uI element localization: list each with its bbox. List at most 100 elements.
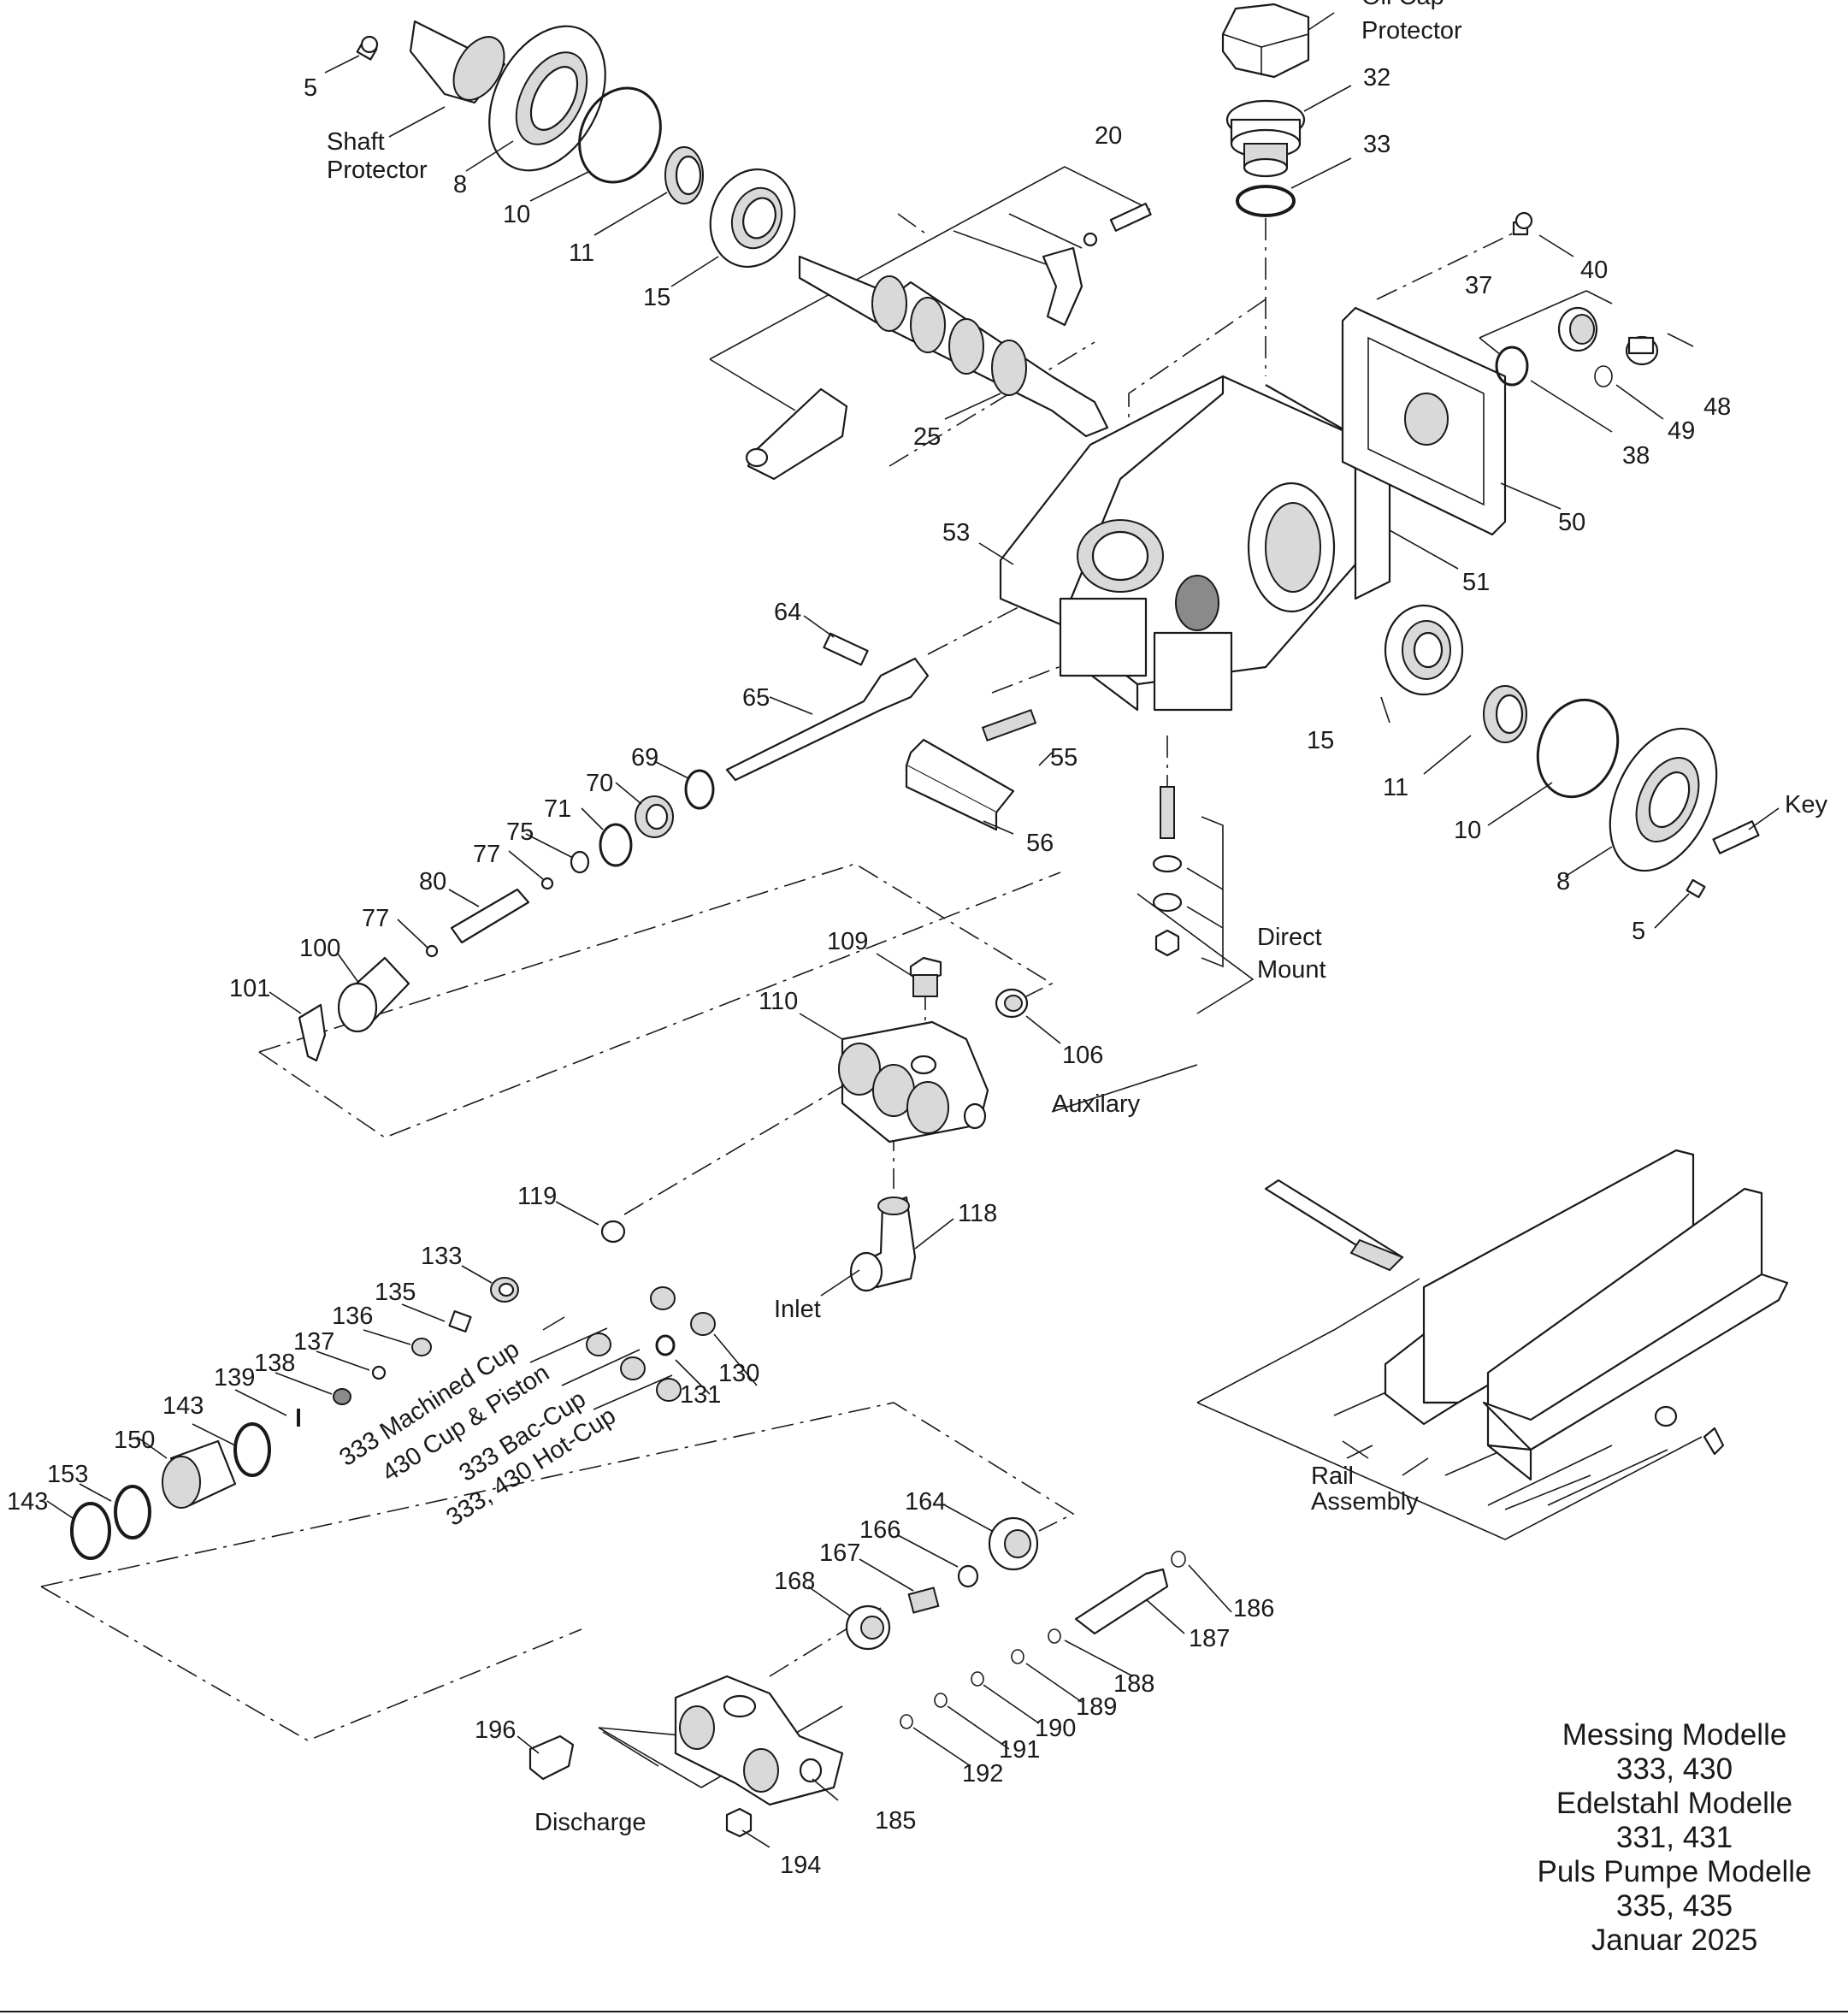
part-75-washer xyxy=(570,850,590,874)
label-shaft-protector-2: Protector xyxy=(327,157,428,184)
label-189: 189 xyxy=(1076,1693,1117,1721)
part-137-washer xyxy=(371,1365,387,1380)
label-135: 135 xyxy=(375,1279,416,1306)
part-133-cup xyxy=(490,1277,519,1303)
label-11: 11 xyxy=(569,239,594,267)
label-33: 33 xyxy=(1363,131,1390,158)
label-65: 65 xyxy=(742,684,770,712)
part-5-screw-top xyxy=(356,35,379,61)
label-55: 55 xyxy=(1050,744,1078,771)
label-51: 51 xyxy=(1462,569,1490,596)
part-8-bearing-cover-right xyxy=(1609,727,1718,872)
label-192: 192 xyxy=(962,1760,1003,1788)
part-77-washer-a xyxy=(540,877,554,890)
label-130: 130 xyxy=(718,1360,759,1387)
label-191: 191 xyxy=(999,1736,1040,1764)
assembly-lines xyxy=(40,72,1519,1741)
label-77-a: 77 xyxy=(473,841,500,868)
part-135-retainer xyxy=(448,1310,472,1332)
label-rail-1: Rail xyxy=(1311,1462,1354,1490)
label-5: 5 xyxy=(304,74,317,102)
label-32: 32 xyxy=(1363,64,1390,92)
part-153-oring xyxy=(114,1485,151,1539)
shaft-protector xyxy=(409,20,506,104)
label-direct-mount-1: Direct xyxy=(1257,924,1322,951)
label-101: 101 xyxy=(229,975,270,1002)
part-106-plug xyxy=(995,988,1029,1019)
part-8-bearing-cover xyxy=(488,25,606,172)
label-136: 136 xyxy=(332,1303,373,1330)
label-143-b: 143 xyxy=(7,1488,48,1516)
label-50: 50 xyxy=(1558,509,1585,536)
label-key: Key xyxy=(1785,791,1827,818)
part-100-barrel xyxy=(337,956,410,1033)
label-oil-cap-1: Oil Cap xyxy=(1361,0,1444,10)
part-11-seal xyxy=(664,146,704,204)
model-line-7: Januar 2025 xyxy=(1591,1923,1758,1957)
label-38: 38 xyxy=(1622,442,1650,470)
label-168: 168 xyxy=(774,1568,815,1595)
label-direct-mount-2: Mount xyxy=(1257,956,1326,984)
direct-mount-hardware xyxy=(1152,786,1183,957)
model-line-5: Puls Pumpe Modelle xyxy=(1538,1855,1812,1888)
label-100: 100 xyxy=(299,935,340,962)
part-48-plug xyxy=(1625,335,1659,366)
part-196-plug xyxy=(528,1734,575,1781)
label-5-right: 5 xyxy=(1632,918,1645,945)
label-153: 153 xyxy=(47,1461,88,1488)
part-38-oring xyxy=(1495,346,1529,387)
part-109-plug xyxy=(909,956,942,997)
part-11-seal-right xyxy=(1483,685,1527,743)
part-110-inlet-manifold xyxy=(838,1020,989,1143)
label-10: 10 xyxy=(503,201,530,228)
part-185-discharge-manifold xyxy=(674,1675,844,1806)
label-37: 37 xyxy=(1465,272,1492,299)
part-166-ring xyxy=(957,1564,979,1588)
label-138: 138 xyxy=(254,1350,295,1377)
label-oil-cap-2: Protector xyxy=(1361,17,1462,44)
label-109: 109 xyxy=(827,928,868,955)
part-37-plug xyxy=(1557,306,1598,352)
part-118-inlet-elbow xyxy=(849,1196,917,1292)
part-119-washer xyxy=(600,1220,626,1244)
label-56: 56 xyxy=(1026,830,1054,857)
part-labels: 5 Shaft Protector 8 10 11 15 20 25 Oil C… xyxy=(7,0,1827,1879)
part-71-ring xyxy=(599,823,633,867)
label-167: 167 xyxy=(819,1539,860,1567)
label-auxilary: Auxilary xyxy=(1052,1090,1141,1118)
label-186: 186 xyxy=(1233,1595,1274,1622)
label-190: 190 xyxy=(1035,1715,1076,1742)
label-rail-2: Assembly xyxy=(1311,1488,1419,1516)
rail-assembly xyxy=(1264,1149,1789,1481)
label-8: 8 xyxy=(453,171,467,198)
oil-cap-protector xyxy=(1221,3,1310,79)
label-143-a: 143 xyxy=(162,1392,204,1420)
part-15-bearing xyxy=(709,168,796,269)
label-77-b: 77 xyxy=(362,905,389,932)
model-line-6: 335, 435 xyxy=(1616,1889,1733,1923)
part-33-oring xyxy=(1236,185,1296,217)
label-133: 133 xyxy=(421,1243,462,1270)
model-info: Messing Modelle 333, 430 Edelstahl Model… xyxy=(1538,1718,1812,1957)
label-119: 119 xyxy=(517,1183,557,1210)
label-194: 194 xyxy=(780,1852,821,1879)
part-143-oring-b xyxy=(70,1502,111,1560)
label-48: 48 xyxy=(1703,393,1731,421)
part-49-oring xyxy=(1594,365,1613,387)
part-20-connecting-rod xyxy=(745,202,1152,481)
part-77-washer-b xyxy=(425,944,439,958)
label-150: 150 xyxy=(114,1427,155,1454)
label-15: 15 xyxy=(643,284,670,311)
part-70-seal xyxy=(635,795,674,838)
part-50-rear-cover xyxy=(1341,306,1507,536)
label-137: 137 xyxy=(293,1328,334,1356)
part-55-stud xyxy=(981,708,1037,742)
label-131: 131 xyxy=(680,1381,721,1409)
label-75: 75 xyxy=(506,818,534,846)
label-discharge: Discharge xyxy=(534,1809,647,1836)
part-40-screw xyxy=(1512,211,1533,236)
part-65-plunger-rod xyxy=(725,657,930,782)
label-64: 64 xyxy=(774,599,801,626)
part-136-nut xyxy=(411,1338,432,1356)
part-56-bracket xyxy=(905,738,1015,831)
